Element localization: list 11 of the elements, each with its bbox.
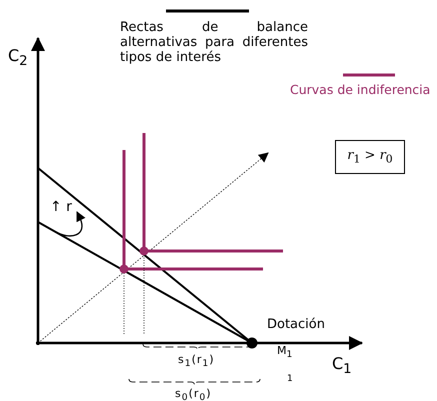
savings-label: s$_{0}$(r$_{0}$) <box>175 386 212 401</box>
note-label: 1 <box>287 373 293 386</box>
axis-label: C$_{2}$ <box>8 48 28 70</box>
point-label: Dotación <box>267 317 325 332</box>
legend-text: Curvas de indiferencia <box>290 82 430 97</box>
point-label: M$_{1}$ <box>277 343 292 362</box>
shift-label: ↑ r <box>50 200 72 215</box>
condition-box: r$_{1}$ > r$_{0}$ <box>335 140 405 174</box>
legend-text: Rectas de balance alternativas para diferentes tipos de interés <box>120 20 308 65</box>
savings-label: s$_{1}$(r$_{1}$) <box>178 352 215 372</box>
axis-label: C$_{1}$ <box>332 356 352 378</box>
